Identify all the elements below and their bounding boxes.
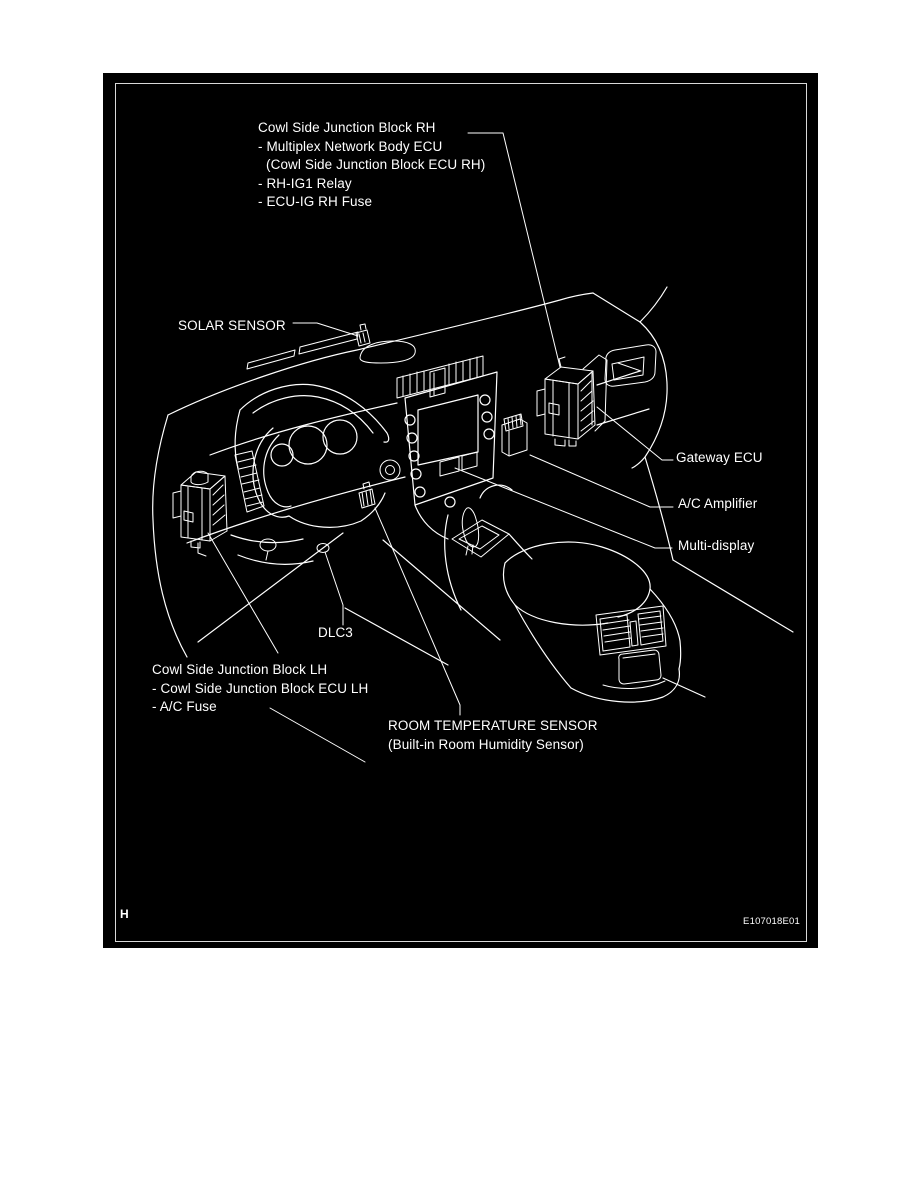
figure-code: E107018E01 (743, 916, 800, 927)
component-location-diagram: Cowl Side Junction Block RH - Multiplex … (103, 73, 818, 948)
multi-display-unit (404, 371, 513, 540)
label-line: - Multiplex Network Body ECU (258, 138, 443, 154)
hood-release-knob (259, 538, 330, 561)
label-line: - RH-IG1 Relay (258, 175, 352, 191)
solar-sensor-part (355, 323, 371, 347)
center-vents (396, 355, 484, 399)
label-line: (Cowl Side Junction Block ECU RH) (266, 157, 486, 172)
room-temperature-sensor-part (358, 481, 376, 509)
label-ac-amplifier: A/C Amplifier (678, 496, 758, 511)
label-cowl-side-junction-block-lh: Cowl Side Junction Block LH - Cowl Side … (152, 661, 368, 717)
label-line: - A/C Fuse (152, 699, 217, 714)
label-dlc3: DLC3 (318, 625, 353, 640)
ignition-key-cylinder (379, 459, 401, 481)
leader-multi-display (454, 467, 673, 549)
label-room-temperature-sensor: ROOM TEMPERATURE SENSOR (Built-in Room H… (388, 717, 598, 754)
leader-solar-sensor (292, 322, 359, 337)
leader-lh-lower (269, 707, 366, 763)
dashboard-outline (152, 286, 794, 698)
label-line: Cowl Side Junction Block RH (258, 120, 436, 135)
steering-wheel (234, 409, 386, 528)
leader-dlc3 (324, 551, 344, 626)
shifter (451, 507, 510, 558)
leader-ac-amplifier (529, 454, 674, 508)
label-line: - ECU-IG RH Fuse (258, 194, 373, 209)
leader-gateway-ecu (596, 406, 674, 461)
label-gateway-ecu: Gateway ECU (676, 450, 763, 465)
passenger-side-vent (604, 344, 657, 387)
dashboard-line-art (152, 132, 794, 763)
driver-side-vent (234, 450, 265, 513)
rear-console-vents (595, 605, 667, 689)
dash-top-details (246, 331, 416, 370)
label-line: (Built-in Room Humidity Sensor) (388, 736, 584, 752)
label-solar-sensor: SOLAR SENSOR (178, 318, 286, 333)
leader-cowl-rh (467, 132, 561, 368)
ac-amplifier-part (501, 413, 528, 457)
diagram-border (115, 83, 807, 942)
center-console (444, 514, 682, 703)
cowl-side-junction-block-rh-part (536, 354, 608, 447)
page-corner-mark: H (120, 907, 129, 921)
instrument-cluster (239, 383, 390, 467)
label-line: - Cowl Side Junction Block ECU LH (152, 680, 369, 696)
label-line: Cowl Side Junction Block LH (152, 662, 328, 677)
cowl-side-junction-block-lh-part (172, 470, 228, 557)
leader-room-temp-sensor (374, 507, 461, 716)
leader-lines (207, 132, 674, 763)
leader-cowl-lh (207, 532, 279, 654)
label-line: ROOM TEMPERATURE SENSOR (388, 718, 598, 733)
label-multi-display: Multi-display (678, 538, 755, 553)
label-cowl-side-junction-block-rh: Cowl Side Junction Block RH - Multiplex … (258, 119, 485, 212)
